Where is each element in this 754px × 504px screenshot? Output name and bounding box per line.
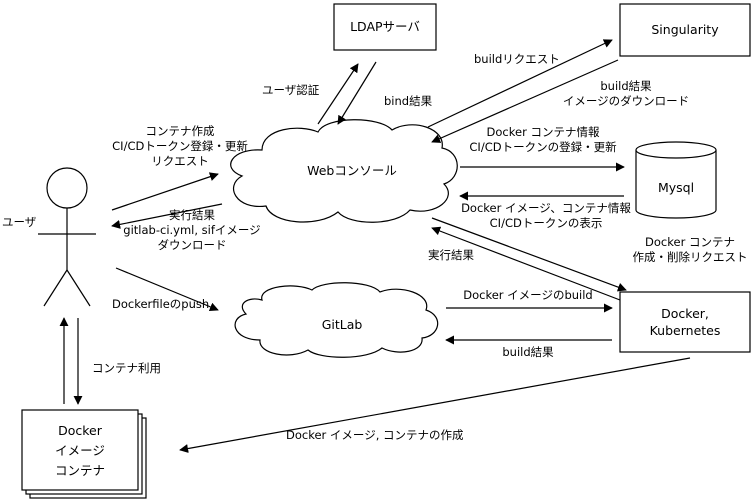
container-request-line-1: コンテナ作成 — [145, 124, 215, 138]
arrow-user-auth — [317, 63, 359, 125]
to-mysql-line-1: Docker コンテナ情報 — [486, 125, 600, 139]
ldap-server-label: LDAPサーバ — [350, 19, 420, 34]
edge-label-bind-result: bind結果 — [384, 94, 433, 108]
image-stack-line-1: Docker — [58, 423, 102, 438]
arrow-user-to-web — [111, 172, 219, 211]
from-mysql-line-1: Docker イメージ、コンテナ情報 — [461, 201, 631, 215]
docker-kubernetes-line-1: Docker, — [661, 306, 709, 321]
edge-label-docker-request: Docker コンテナ 作成・削除リクエスト — [626, 235, 754, 265]
arrow-docker-to-web — [431, 226, 621, 301]
arrow-build-request — [427, 39, 613, 128]
from-mysql-line-2: CI/CDトークンの表示 — [489, 216, 603, 230]
mysql-database-cylinder — [635, 141, 717, 219]
to-mysql-line-2: CI/CDトークンの登録・更新 — [469, 140, 617, 154]
docker-image-container-stack — [21, 409, 147, 499]
edge-label-dockerfile-push: Dockerfileのpush — [112, 297, 210, 311]
edge-label-build-request: buildリクエスト — [474, 52, 560, 66]
web-console-cloud — [230, 119, 458, 223]
docker-request-line-1: Docker コンテナ — [645, 235, 735, 249]
arrow-bind-result — [337, 61, 377, 125]
edge-label-image-container-create: Docker イメージ, コンテナの作成 — [286, 428, 464, 442]
arrow-docker-to-container — [179, 357, 691, 453]
exec-result-user-line-2: gitlab-ci.yml, sifイメージ — [123, 223, 261, 237]
ldap-server-box — [333, 3, 437, 51]
edge-label-to-mysql: Docker コンテナ情報 CI/CDトークンの登録・更新 — [448, 125, 638, 155]
edge-label-build-result-download: build結果 イメージのダウンロード — [556, 79, 696, 109]
exec-result-user-line-1: 実行結果 — [169, 208, 215, 222]
arrow-web-to-user — [111, 203, 223, 229]
mysql-label: Mysql — [657, 180, 695, 195]
arrow-user-to-gitlab — [115, 267, 219, 312]
edge-label-container-request: コンテナ作成 CI/CDトークン登録・更新 リクエスト — [100, 124, 260, 169]
docker-request-line-2: 作成・削除リクエスト — [632, 250, 748, 264]
gitlab-label: GitLab — [321, 317, 363, 332]
singularity-label: Singularity — [651, 22, 719, 37]
docker-kubernetes-line-2: Kubernetes — [649, 323, 721, 338]
edge-label-image-build: Docker イメージのbuild — [463, 288, 593, 302]
gitlab-cloud — [234, 282, 439, 358]
edge-label-build-result: build結果 — [502, 345, 554, 359]
edge-label-exec-result-user: 実行結果 gitlab-ci.yml, sifイメージ ダウンロード — [112, 208, 272, 253]
container-request-line-3: リクエスト — [151, 154, 209, 168]
container-request-line-2: CI/CDトークン登録・更新 — [112, 139, 248, 153]
arrow-build-result-download — [431, 59, 619, 143]
edge-label-from-mysql: Docker イメージ、コンテナ情報 CI/CDトークンの表示 — [446, 201, 646, 231]
docker-kubernetes-box — [619, 291, 751, 353]
build-result-download-line-1: build結果 — [600, 79, 652, 93]
image-stack-line-3: コンテナ — [54, 463, 105, 478]
singularity-box — [619, 3, 751, 57]
edge-label-user-auth: ユーザ認証 — [262, 83, 320, 97]
edge-label-exec-result-docker: 実行結果 — [428, 248, 474, 262]
image-stack-label: Docker イメージ コンテナ — [22, 421, 138, 481]
exec-result-user-line-3: ダウンロード — [157, 238, 227, 252]
arrow-web-to-docker — [431, 217, 627, 292]
edge-label-container-use: コンテナ利用 — [92, 361, 161, 375]
user-stick-figure — [38, 167, 96, 307]
user-label: ユーザ — [2, 215, 37, 229]
docker-kubernetes-label: Docker, Kubernetes — [620, 305, 750, 339]
web-console-label: Webコンソール — [307, 163, 397, 178]
build-result-download-line-2: イメージのダウンロード — [562, 94, 690, 108]
image-stack-line-2: イメージ — [55, 443, 105, 458]
